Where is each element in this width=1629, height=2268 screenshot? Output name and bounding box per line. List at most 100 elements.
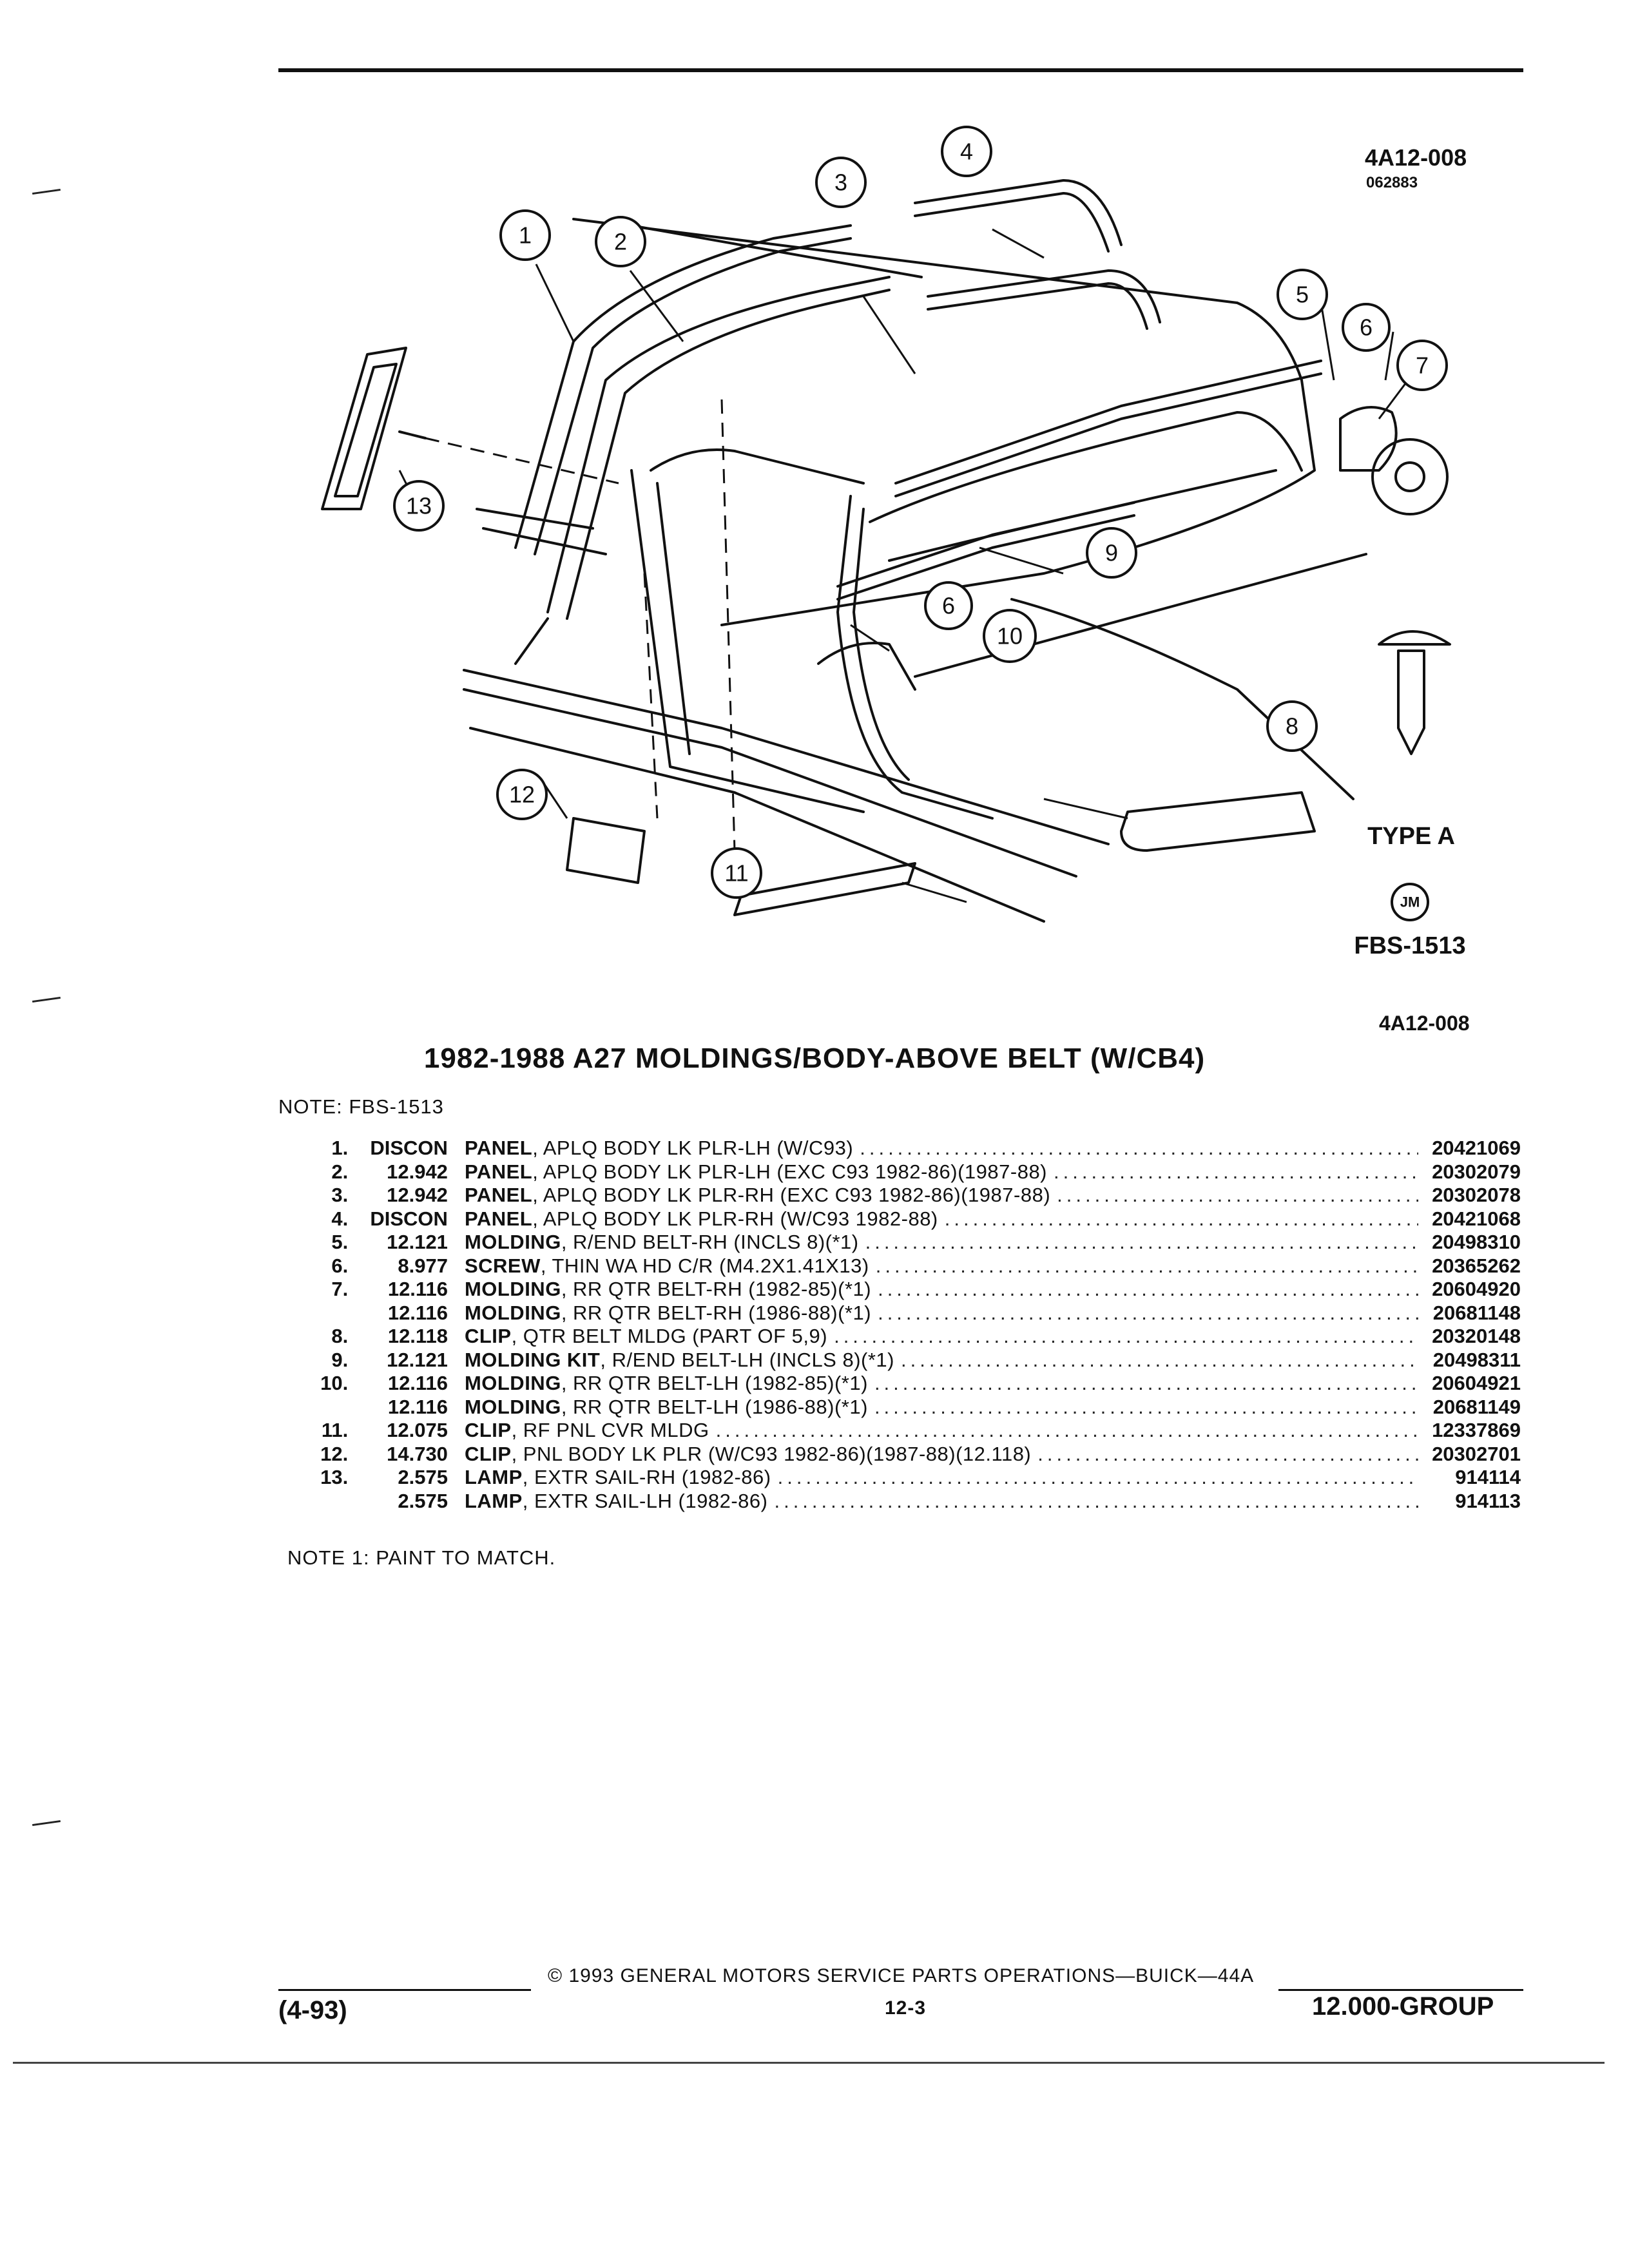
item-number: 13. <box>320 1466 349 1488</box>
part-description: PANEL, APLQ BODY LK PLR-LH (EXC C93 1982… <box>465 1160 1418 1184</box>
item-number: 11. <box>321 1419 349 1441</box>
lamp-13 <box>398 430 427 439</box>
jm-badge-label: JM <box>1400 894 1420 910</box>
footer-rule-right <box>1278 1989 1523 1991</box>
callout-label: 6 <box>1360 314 1373 341</box>
part-number: 914113 <box>1455 1489 1521 1512</box>
callout-label: 2 <box>614 229 627 255</box>
dot-leader: ........................................… <box>777 1466 1418 1488</box>
callout-label: 8 <box>1286 713 1298 740</box>
dot-leader: ........................................… <box>874 1395 1418 1418</box>
group-number: 14.730 <box>387 1442 448 1465</box>
pillar-strip-2 <box>546 276 891 613</box>
leader-line <box>643 573 659 819</box>
dot-leader: ........................................… <box>874 1372 1418 1394</box>
item-number: 10. <box>320 1372 349 1394</box>
dot-leader: ........................................… <box>1054 1160 1418 1183</box>
part-name: PANEL <box>464 1184 533 1206</box>
jm-badge <box>1391 883 1429 921</box>
part-name: PANEL <box>464 1137 533 1159</box>
panel-strip-4 <box>914 192 1110 253</box>
item-number <box>303 1302 354 1325</box>
belt-molding-9 <box>836 514 1135 601</box>
group-number: 12.075 <box>387 1419 448 1441</box>
part-number: 20302701 <box>1432 1442 1521 1465</box>
part-name: MOLDING <box>464 1301 561 1324</box>
item-number: 4. <box>331 1207 349 1230</box>
group-number: 12.116 <box>387 1278 448 1300</box>
body-line <box>469 727 1045 923</box>
part-description: LAMP, EXTR SAIL-LH (1982-86)............… <box>465 1490 1418 1514</box>
callout-7 <box>1396 340 1448 391</box>
callout-label: 10 <box>997 623 1023 649</box>
callout-label: 5 <box>1296 282 1309 308</box>
body-line <box>476 508 594 530</box>
clip-11 <box>733 862 916 916</box>
part-number: 20421069 <box>1432 1137 1521 1159</box>
group-number: 12.942 <box>387 1160 448 1183</box>
part-number: 20365262 <box>1432 1254 1521 1277</box>
body-line <box>482 527 607 555</box>
part-description: CLIP, RF PNL CVR MLDG...................… <box>465 1419 1418 1443</box>
part-number: 914114 <box>1455 1466 1521 1488</box>
callout-10 <box>983 609 1037 663</box>
note-bottom: NOTE 1: PAINT TO MATCH. <box>287 1546 556 1569</box>
part-number: 20681149 <box>1432 1395 1521 1418</box>
top-rule <box>278 68 1523 72</box>
figure-code-bottom: 4A12-008 <box>1379 1012 1470 1035</box>
part-name: MOLDING <box>464 1231 561 1253</box>
callout-11 <box>711 847 762 899</box>
body-line <box>1010 598 1354 800</box>
item-number: 3. <box>331 1184 349 1206</box>
part-detail: , APLQ BODY LK PLR-LH (EXC C93 1982-86)(… <box>532 1160 1048 1183</box>
body-line <box>463 688 1077 878</box>
dot-leader: ........................................… <box>715 1419 1418 1441</box>
part-name: MOLDING <box>464 1278 561 1300</box>
rear-window <box>869 411 1303 523</box>
part-detail: , RR QTR BELT-LH (1986-88)(*1) <box>561 1395 868 1418</box>
part-description: MOLDING, RR QTR BELT-LH (1986-88)(*1)...… <box>465 1396 1418 1419</box>
type-label: TYPE A <box>1367 823 1455 850</box>
dot-leader: ........................................… <box>901 1348 1418 1371</box>
item-number <box>303 1396 354 1419</box>
part-number: 20320148 <box>1432 1325 1521 1347</box>
part-detail: , APLQ BODY LK PLR-RH (W/C93 1982-88) <box>532 1207 938 1230</box>
part-description: PANEL, APLQ BODY LK PLR-RH (EXC C93 1982… <box>465 1184 1418 1207</box>
clip-12 <box>566 817 646 884</box>
group-number: 2.575 <box>398 1466 448 1488</box>
fbs-code: FBS-1513 <box>1354 932 1465 959</box>
dot-leader: ........................................… <box>774 1489 1418 1512</box>
callout-label: 11 <box>724 860 748 887</box>
leader-line <box>720 399 736 851</box>
exploded-parts-illustration: 1 2 3 4 5 6 7 8 9 6 10 11 12 13 JM TYPE … <box>321 126 1466 959</box>
footer-page-number: 12-3 <box>885 1997 927 2019</box>
part-name: LAMP <box>464 1466 523 1488</box>
part-number: 20498311 <box>1432 1348 1521 1371</box>
footer-group: 12.000-GROUP <box>1312 1992 1494 2021</box>
part-description: PANEL, APLQ BODY LK PLR-LH (W/C93)......… <box>465 1137 1418 1160</box>
part-detail: , RR QTR BELT-RH (1986-88)(*1) <box>561 1301 872 1324</box>
quarter-panel <box>836 495 994 820</box>
group-number: 12.121 <box>387 1231 448 1253</box>
part-number: 12337869 <box>1432 1419 1521 1441</box>
margin-mark <box>32 996 61 1003</box>
part-description: MOLDING, R/END BELT-RH (INCLS 8)(*1)....… <box>465 1231 1418 1254</box>
callout-label: 3 <box>834 169 847 196</box>
part-detail: , RR QTR BELT-RH (1982-85)(*1) <box>561 1278 872 1300</box>
callout-label: 4 <box>960 139 973 165</box>
callout-6b <box>924 581 973 630</box>
item-number: 9. <box>331 1348 349 1371</box>
part-detail: , APLQ BODY LK PLR-RH (EXC C93 1982-86)(… <box>532 1184 1051 1206</box>
part-number: 20498310 <box>1432 1231 1521 1253</box>
callout-4 <box>941 126 992 177</box>
belt-molding-9 <box>836 501 1135 588</box>
footer-rule-left <box>278 1989 531 1991</box>
